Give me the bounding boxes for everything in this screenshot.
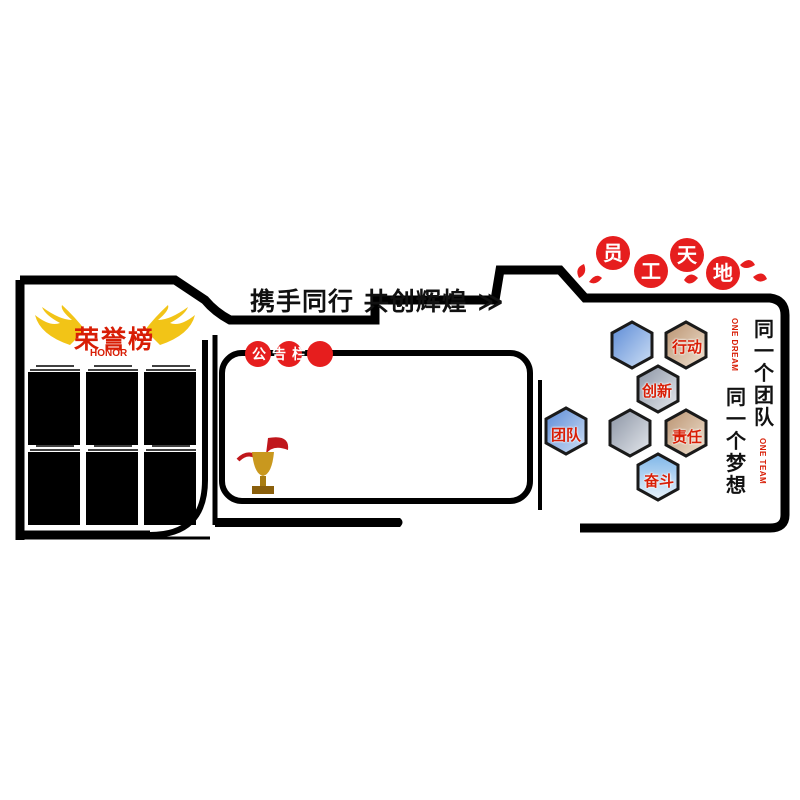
flower-decor-right bbox=[740, 260, 767, 282]
hex-label-action: 行动 bbox=[672, 338, 703, 356]
notice-title: 公告栏 bbox=[252, 347, 312, 363]
photo-frame-ornaments bbox=[30, 365, 196, 451]
staff-title-char: 员 bbox=[596, 236, 630, 270]
staff-title-char: 天 bbox=[670, 238, 704, 272]
photo-slot[interactable] bbox=[28, 452, 80, 525]
photo-slot[interactable] bbox=[144, 452, 196, 525]
honor-wings-icon bbox=[35, 305, 195, 345]
frame-bottom-accent bbox=[215, 518, 403, 527]
hex-label-team: 团队 bbox=[551, 426, 582, 444]
slogan-text: 携手同行 共创辉煌 ≫ bbox=[250, 287, 505, 316]
motto-line-2: 同一个梦想 bbox=[726, 385, 746, 497]
flower-decor-left bbox=[577, 264, 602, 284]
hex-innovation bbox=[636, 364, 680, 414]
photo-slot[interactable] bbox=[144, 372, 196, 445]
motto-english-2: ONE TEAM bbox=[758, 438, 767, 485]
honor-title: 荣誉榜 bbox=[74, 325, 156, 354]
hexagon-cluster bbox=[544, 320, 708, 502]
photo-slot[interactable] bbox=[86, 452, 138, 525]
honor-subtitle: HONOR bbox=[90, 348, 128, 359]
trophy-icon bbox=[236, 437, 289, 494]
staff-title-char: 工 bbox=[634, 254, 668, 288]
notice-title-bubbles bbox=[245, 341, 333, 367]
flower-decor-mid bbox=[684, 274, 698, 284]
motto-line-1: 同一个团队 bbox=[754, 317, 774, 429]
hex-label-struggle: 奋斗 bbox=[644, 472, 675, 490]
hex-struggle bbox=[636, 452, 680, 502]
hex-responsibility bbox=[664, 408, 708, 458]
hex-label-innovation: 创新 bbox=[642, 382, 673, 400]
staff-title-char: 地 bbox=[706, 256, 740, 290]
hex-keyboard bbox=[608, 408, 652, 458]
frame-top-line bbox=[20, 265, 790, 533]
hex-team bbox=[544, 406, 588, 456]
photo-slot[interactable] bbox=[86, 372, 138, 445]
hex-city bbox=[610, 320, 654, 370]
notice-frame bbox=[219, 350, 533, 504]
hex-action bbox=[664, 320, 708, 370]
photo-slot[interactable] bbox=[28, 372, 80, 445]
hex-label-responsibility: 责任 bbox=[672, 428, 703, 446]
motto-english-1: ONE DREAM bbox=[730, 318, 739, 372]
